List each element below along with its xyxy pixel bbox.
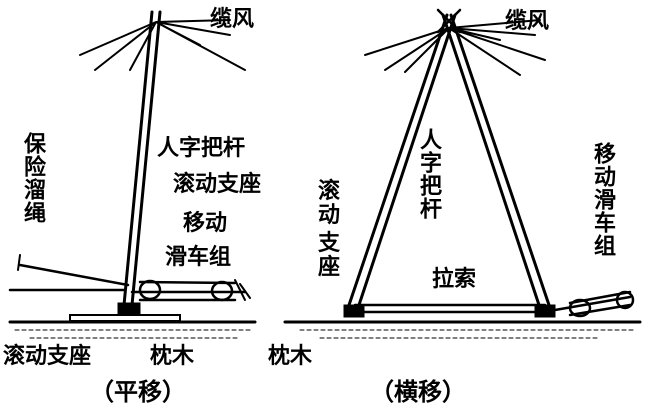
right-gin-pole-label: 人字把杆 [416, 128, 441, 220]
right-moving-pulley-label: 移动滑车组 [590, 142, 615, 257]
left-rolling-support-label: 滚动支座 [173, 172, 262, 197]
left-rolling-support-bottom-label: 滚动支座 [3, 344, 92, 369]
left-moving-label: 移动 [183, 211, 228, 236]
right-rolling-support-right [534, 304, 556, 318]
left-safety-rope-label: 保险溜绳 [20, 132, 45, 224]
left-safety-rope [8, 263, 130, 292]
right-rolling-label: 滚动 [318, 179, 341, 228]
left-pole [122, 10, 162, 307]
right-tie-rope [353, 303, 547, 314]
right-support-label: 支座 [318, 231, 341, 280]
right-tie-rope-label: 拉索 [432, 267, 477, 292]
right-guy-wire-label: 缆风 [505, 9, 550, 34]
right-gin-pole [346, 13, 552, 310]
right-sleeper-label: 枕木 [268, 344, 313, 369]
left-guy-wires [79, 19, 246, 71]
left-caption: （平移） [90, 378, 186, 406]
right-caption: （横移） [370, 378, 466, 406]
left-gin-pole-label: 人字把杆 [157, 136, 246, 161]
right-guy-wires [364, 19, 546, 76]
left-guy-wire-label: 缆风 [210, 7, 255, 32]
right-rolling-support-left [343, 304, 365, 318]
left-sleeper-label: 枕木 [150, 344, 195, 369]
left-pulley-group-label: 滑车组 [165, 245, 232, 270]
